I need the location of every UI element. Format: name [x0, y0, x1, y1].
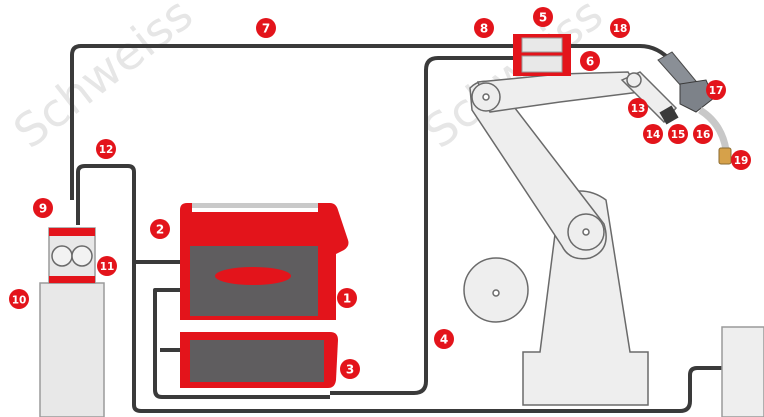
callout-19-label: 19	[734, 155, 749, 167]
robot-motor-hub	[492, 289, 500, 297]
callout-2-label: 2	[156, 223, 164, 237]
welding-torch	[657, 51, 732, 165]
torch-nozzle	[718, 147, 732, 165]
callout-7: 7	[256, 18, 276, 38]
power-source-display	[215, 267, 291, 285]
callout-14-label: 14	[646, 129, 661, 141]
workpiece-station	[721, 326, 764, 417]
cable-bottom-loop	[132, 262, 722, 413]
callout-17-label: 17	[709, 85, 724, 97]
callout-18-label: 18	[613, 23, 628, 35]
callout-19: 19	[731, 150, 751, 170]
callout-5: 5	[533, 7, 553, 27]
feed-roller-left	[51, 245, 73, 267]
robot-wire-feeder	[513, 34, 571, 76]
robot-base-pin	[582, 228, 590, 236]
torch-gooseneck	[698, 107, 730, 151]
wire-feeder-bottom-band	[49, 276, 95, 283]
callout-4: 4	[434, 329, 454, 349]
callout-12-label: 12	[99, 144, 114, 156]
wire-drum	[39, 282, 105, 417]
cooling-unit	[180, 332, 338, 388]
callout-17: 17	[706, 80, 726, 100]
callout-18: 18	[610, 18, 630, 38]
wire-drum-unit	[39, 227, 105, 417]
callout-8: 8	[474, 18, 494, 38]
cable-feeder-to-source	[76, 164, 182, 264]
power-source-handle-bar	[192, 203, 318, 208]
cooling-unit-panel	[190, 340, 324, 382]
callout-5-label: 5	[539, 11, 547, 25]
callout-3-label: 3	[346, 363, 354, 377]
feed-roller-right	[71, 245, 93, 267]
callout-15-label: 15	[671, 129, 686, 141]
callout-14: 14	[643, 124, 663, 144]
callout-11-label: 11	[100, 261, 115, 273]
torch-body	[679, 79, 715, 113]
callout-13: 13	[628, 98, 648, 118]
robot-shoulder-pin	[482, 93, 490, 101]
callout-6: 6	[580, 51, 600, 71]
cable-hose-package	[70, 44, 674, 200]
callout-4-label: 4	[440, 333, 448, 347]
cables	[70, 44, 722, 413]
robot-feeder-window-top	[521, 37, 563, 53]
callout-1: 1	[337, 288, 357, 308]
watermark-left: Schweiss	[4, 0, 203, 159]
welding-robot	[463, 71, 678, 406]
callout-8-label: 8	[480, 22, 488, 36]
callout-12: 12	[96, 139, 116, 159]
callout-10-label: 10	[12, 295, 27, 307]
torch-collar	[659, 105, 679, 125]
cable-ground-return	[153, 288, 330, 399]
callout-2: 2	[150, 219, 170, 239]
callout-11: 11	[97, 256, 117, 276]
power-source	[180, 203, 349, 320]
callout-7-label: 7	[262, 22, 270, 36]
callout-1-label: 1	[343, 292, 351, 306]
cable-source-to-robot	[330, 56, 514, 395]
callout-6-label: 6	[586, 55, 594, 69]
callout-16-label: 16	[696, 129, 711, 141]
callout-9: 9	[33, 198, 53, 218]
wire-feeder-top-band	[49, 228, 95, 236]
callout-3: 3	[340, 359, 360, 379]
callout-10: 10	[9, 289, 29, 309]
callout-16: 16	[693, 124, 713, 144]
callout-13-label: 13	[631, 103, 646, 115]
robot-feeder-window-bottom	[521, 55, 563, 73]
callout-15: 15	[668, 124, 688, 144]
callout-9-label: 9	[39, 202, 47, 216]
robot-wrist-joint	[626, 72, 642, 88]
